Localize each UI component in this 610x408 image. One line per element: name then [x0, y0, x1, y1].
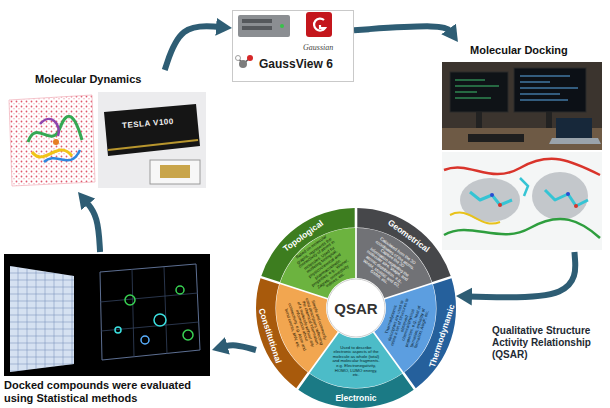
- text-slot: Gaussian: [303, 43, 333, 52]
- docking-pose-picture: [490, 193, 494, 197]
- statistics-plot-picture: [115, 327, 121, 333]
- segment-title: Electronic: [335, 393, 376, 403]
- gpu-picture: [98, 92, 206, 188]
- md-simulation-picture: [6, 92, 96, 188]
- software-name: GaussView 6: [259, 57, 333, 71]
- docking-pose-picture: [444, 219, 600, 238]
- statistics-plot-picture: [10, 266, 74, 372]
- stage-title: Molecular Docking: [470, 44, 568, 56]
- docking-pose-picture: [442, 152, 602, 250]
- statistics-plot-picture: [176, 286, 184, 294]
- software-icons: [238, 15, 290, 37]
- software-icons: [280, 24, 284, 28]
- descriptor-segment: ElectronicUsed to describe electronic as…: [331, 346, 381, 379]
- docking-pose-picture: [470, 192, 512, 205]
- flow-arrow: [468, 252, 575, 297]
- gpu-picture: [108, 140, 198, 150]
- text-slot: Molecular Dynamics: [35, 73, 141, 85]
- flow-arrow: [165, 26, 220, 70]
- text-slot: Qualitative Structure Activity Relations…: [492, 325, 604, 361]
- docking-pose-picture: [574, 204, 578, 208]
- docking-pose-picture: [532, 172, 588, 220]
- statistics-plot-picture: [100, 267, 199, 357]
- qsar-wheel: TopologicalBased on molecular graphs, re…: [256, 208, 456, 408]
- wheel-center-title: QSAR: [334, 300, 377, 317]
- software-icons: [314, 19, 325, 31]
- wheel-hub: [327, 279, 385, 337]
- docking-pose-picture: [498, 203, 502, 207]
- software-icons: [236, 56, 241, 61]
- md-simulation-picture: [40, 119, 59, 136]
- flow-arrow: [86, 201, 100, 252]
- md-simulation-picture: [53, 139, 59, 145]
- gpu-picture: [160, 165, 190, 178]
- statistics-plot-picture: [154, 314, 166, 326]
- software-icons: [306, 12, 332, 37]
- stage-panel: Docked compounds were evaluated using St…: [2, 252, 212, 406]
- statistics-plot-picture: [4, 254, 210, 376]
- text-slot: Docked compounds were evaluated using St…: [4, 379, 210, 404]
- docking-workstation-photo: [442, 62, 602, 150]
- statistics-plot-picture: [141, 336, 149, 344]
- docking-workstation-photo: [514, 68, 586, 112]
- statistics-plot-picture: [100, 264, 200, 360]
- docking-workstation-photo: [556, 118, 592, 138]
- statistics-plot-picture: [125, 295, 135, 305]
- docking-workstation-photo: [455, 80, 499, 98]
- md-simulation-picture: [28, 116, 82, 142]
- software-icons: [242, 19, 272, 23]
- text-slot: Electronic: [335, 393, 376, 403]
- docking-pose-picture: [450, 213, 500, 224]
- stage-panel: Molecular Docking: [440, 42, 606, 252]
- software-icons: [242, 26, 272, 30]
- wheel-segments: [256, 208, 456, 408]
- docking-workstation-photo: [546, 112, 552, 128]
- md-simulation-picture: [44, 150, 80, 162]
- text-slot: TESLA V100: [122, 117, 174, 130]
- docking-pose-picture: [566, 192, 570, 196]
- stage-title: Docked compounds were evaluated using St…: [4, 379, 210, 404]
- gpu-label: TESLA V100: [122, 117, 174, 130]
- flow-arrow: [354, 26, 451, 32]
- software-icons: [239, 60, 247, 68]
- gpu-picture: [104, 104, 200, 156]
- docking-workstation-photo: [450, 72, 508, 112]
- docking-pose-picture: [442, 152, 602, 250]
- segment-rim: [298, 374, 413, 408]
- md-simulation-picture: [32, 150, 72, 157]
- flow-arrow: [224, 345, 256, 350]
- gpu-picture: [98, 92, 206, 188]
- software-box: GaussianGaussView 6: [232, 10, 354, 82]
- docking-pose-picture: [545, 190, 588, 206]
- software-icons: [247, 55, 253, 61]
- docking-workstation-photo: [549, 138, 601, 144]
- text-slot: QSAR: [334, 300, 377, 317]
- gpu-picture: [150, 160, 200, 184]
- docking-pose-picture: [520, 178, 528, 196]
- text-slot: GaussView 6: [259, 57, 333, 71]
- stage-title: Qualitative Structure Activity Relations…: [492, 325, 604, 361]
- md-simulation-picture: [6, 92, 96, 188]
- docking-workstation-photo: [520, 76, 578, 100]
- md-simulation-picture: [9, 95, 95, 186]
- statistics-plot-picture: [10, 266, 74, 372]
- docking-workstation-photo: [442, 62, 602, 150]
- logo-text: Gaussian: [303, 43, 333, 52]
- docking-workstation-photo: [468, 134, 524, 142]
- segment-description: Used to describe electronic aspects of t…: [331, 346, 381, 378]
- docking-pose-picture: [444, 159, 600, 175]
- stage-title: Molecular Dynamics: [35, 73, 141, 85]
- connectors: [86, 26, 576, 350]
- text-slot: Molecular Docking: [470, 44, 568, 56]
- statistics-plot-picture: [183, 330, 193, 340]
- stage-panel: Molecular Dynamics: [2, 70, 208, 192]
- docking-workstation-photo: [476, 112, 482, 128]
- statistics-plot-picture: [4, 254, 210, 376]
- text-slot: Used to describe electronic aspects of t…: [331, 346, 381, 378]
